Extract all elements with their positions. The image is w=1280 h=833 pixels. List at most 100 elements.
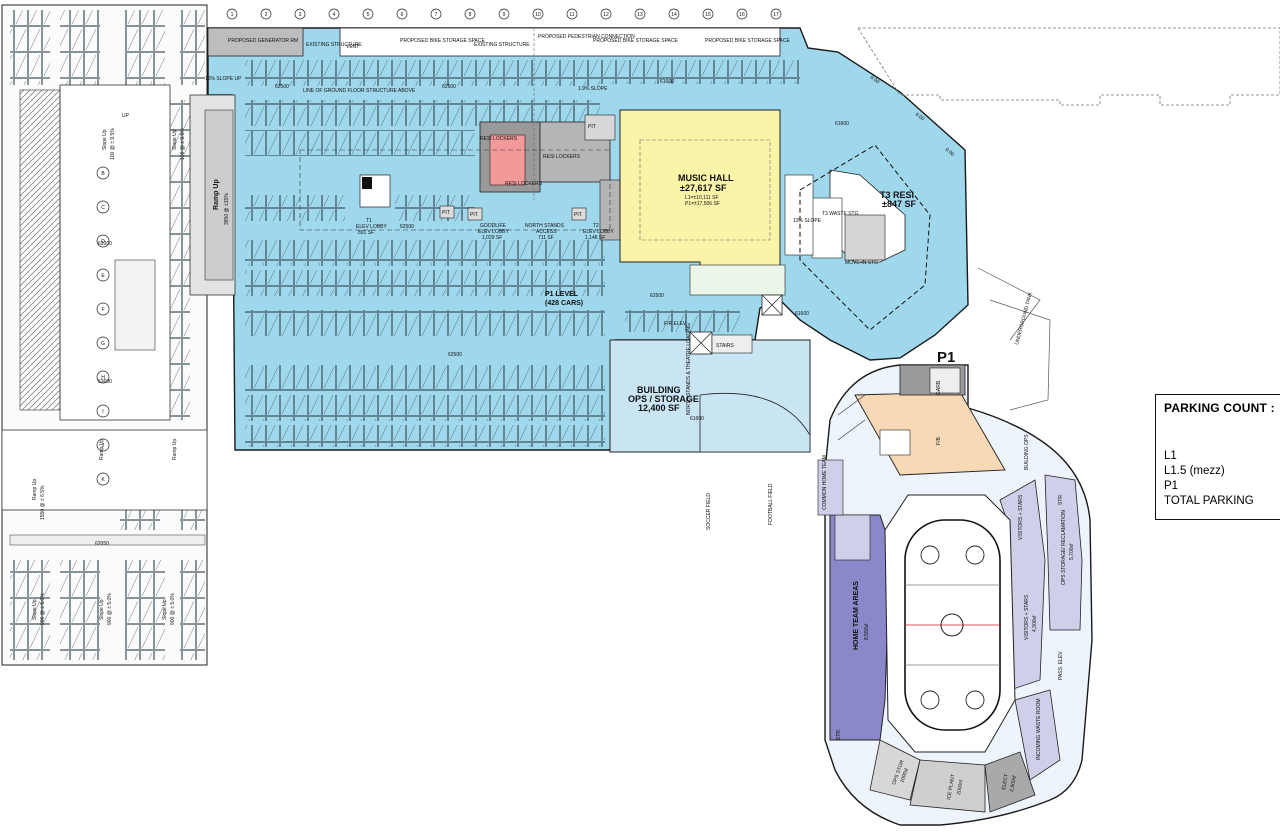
goodlife-area: 1,029 SF <box>482 235 502 241</box>
vent-label: VENT <box>346 44 359 50</box>
common-home-team-label: COMMON HOME TEAM <box>822 455 828 510</box>
football-field-label: FOOTBALL FIELD <box>768 483 774 525</box>
slope-up-label: 15% SLOPE UP <box>205 76 242 82</box>
svg-text:K: K <box>101 477 105 483</box>
svg-text:16: 16 <box>739 12 745 18</box>
grid-column-bubble: 12 <box>600 8 612 20</box>
bike-storage-label: PROPOSED BIKE STORAGE SPACE <box>400 38 486 44</box>
svg-text:2: 2 <box>265 12 268 18</box>
ramp-up-label: Ramp Up <box>213 179 220 210</box>
grid-column-bubble: 9 <box>498 8 510 20</box>
parking-count-panel: PARKING COUNT : L1 L1.5 (mezz) P1 TOTAL … <box>1155 394 1280 520</box>
elevation-label: 62500 <box>400 224 414 230</box>
pit-label: PIT <box>574 212 582 218</box>
grid-row-bubble: G <box>96 336 110 350</box>
slope-up-label: Slope Up <box>102 129 108 150</box>
svg-text:8: 8 <box>469 12 472 18</box>
svg-text:I: I <box>102 409 103 415</box>
svg-text:5: 5 <box>367 12 370 18</box>
left-parking-structure <box>1 4 208 666</box>
grid-column-bubble: 14 <box>668 8 680 20</box>
ops-storage-label: OPS STORAGE/ RECLAMATION <box>1061 510 1067 585</box>
svg-text:13: 13 <box>637 12 643 18</box>
str-label: STR. <box>836 729 842 740</box>
slope-up-grade: 900 @ ± 5.0% <box>40 593 46 625</box>
parking-stall-row <box>10 560 50 660</box>
building-ops-label-2: OPS / STORAGE <box>628 394 699 404</box>
garbage-label: GARB. <box>936 379 942 395</box>
slope-up-label: Slope Up <box>32 599 38 620</box>
grid-column-bubble: 6 <box>396 8 408 20</box>
svg-text:G: G <box>101 341 105 347</box>
home-team-areas-sf: 8,550sf <box>864 623 870 640</box>
grid-column-bubble: 11 <box>566 8 578 20</box>
svg-text:1: 1 <box>231 12 234 18</box>
north-stands-label: NORTH STANDS <box>525 223 565 229</box>
grid-row-bubble: B <box>96 166 110 180</box>
svg-text:17: 17 <box>773 12 779 18</box>
elevation-label: 61600 <box>690 416 704 422</box>
dimension-label: 9.00 <box>869 75 881 86</box>
goodlife-name: ELEV LOBBY <box>478 229 510 235</box>
elect-label: ELECT <box>1001 773 1010 790</box>
visitors-stars-label-2: VISITORS + STARS <box>1018 494 1024 540</box>
svg-text:11: 11 <box>569 12 574 18</box>
arena <box>817 364 1093 826</box>
north-stands-loading-label: NORTH STANDS & THEATRE LOADING <box>686 323 692 415</box>
svg-text:F: F <box>101 307 104 313</box>
pit-label: PIT <box>442 210 450 216</box>
music-hall-area: ±27,617 SF <box>680 183 727 193</box>
slope-up-label: Slope Up <box>99 599 105 620</box>
parking-stall-row <box>245 310 605 336</box>
elevation-label: 63600 <box>98 379 112 385</box>
incoming-waste-label: INCOMING WASTE ROOM <box>1036 699 1042 760</box>
resi-lockers-label: RESI LOCKERS <box>505 181 543 187</box>
parking-count-row: TOTAL PARKING <box>1164 495 1254 507</box>
grid-column-bubble: 1 <box>226 8 238 20</box>
bike-storage-label: PROPOSED BIKE STORAGE SPACE <box>593 38 679 44</box>
grid-row-bubble: K <box>96 472 110 486</box>
t1-lobby-area: 891 SF <box>358 230 374 236</box>
parking-count-row: L1.5 (mezz) <box>1164 465 1225 477</box>
t2-lobby-name: ELEV LOBBY <box>583 229 615 235</box>
parking-stall-row <box>180 560 205 660</box>
svg-text:B: B <box>101 171 105 177</box>
parking-stall-row <box>245 365 605 391</box>
grid-column-bubble: 15 <box>702 8 714 20</box>
elevation-label: 62000 <box>98 241 112 247</box>
north-stands-name: ACCESS <box>536 229 557 235</box>
bike-storage-label: PROPOSED BIKE STORAGE SPACE <box>705 38 791 44</box>
svg-text:J: J <box>102 443 105 449</box>
svg-text:D: D <box>101 239 105 245</box>
parking-stall-row <box>600 60 800 84</box>
music-hall-p1: P1=±17,506 SF <box>685 201 720 207</box>
t3-resi-area: ±847 SF <box>882 199 916 209</box>
p1-parking-floor <box>189 27 969 453</box>
grid-column-bubble: 16 <box>736 8 748 20</box>
generator-room-label: PROPOSED GENERATOR RM <box>228 38 298 44</box>
pedestrian-connection-label: PROPOSED PEDESTRIAN CONNECTION <box>538 34 635 40</box>
elect-sf: 2,900sf <box>1009 775 1018 793</box>
pit-label: PIT <box>470 212 478 218</box>
slope-label: 1.9% SLOPE <box>578 86 608 92</box>
fire-elev-label: F/R ELEV <box>664 321 687 327</box>
pit-label: PIT <box>588 124 596 130</box>
visitors-stars-label: VISITORS + STARS <box>1024 594 1030 640</box>
parking-stall-row <box>60 10 100 85</box>
ops-storage-sf: 5,700sf <box>1069 543 1075 560</box>
soccer-field-label: SOCCER FIELD <box>706 493 712 530</box>
parking-count-title: PARKING COUNT : <box>1164 401 1275 415</box>
parking-stall-row <box>60 560 100 660</box>
grid-row-bubble: F <box>96 302 110 316</box>
parking-stall-row <box>180 10 205 85</box>
slope-up-grade: 100 @ ± 9.5% <box>110 128 116 160</box>
ops-stor-sf: 1000sf <box>899 767 910 784</box>
building-ops-arena-label: BUILDING OPS <box>1024 434 1030 470</box>
svg-text:3: 3 <box>299 12 302 18</box>
grid-column-bubble: 10 <box>532 8 544 20</box>
slope-up-grade: 900 @ ± 5.0% <box>107 593 113 625</box>
elevation-label: 62500 <box>650 293 664 299</box>
svg-text:H: H <box>101 375 105 381</box>
slope-up-label: Slope Up <box>172 129 178 150</box>
